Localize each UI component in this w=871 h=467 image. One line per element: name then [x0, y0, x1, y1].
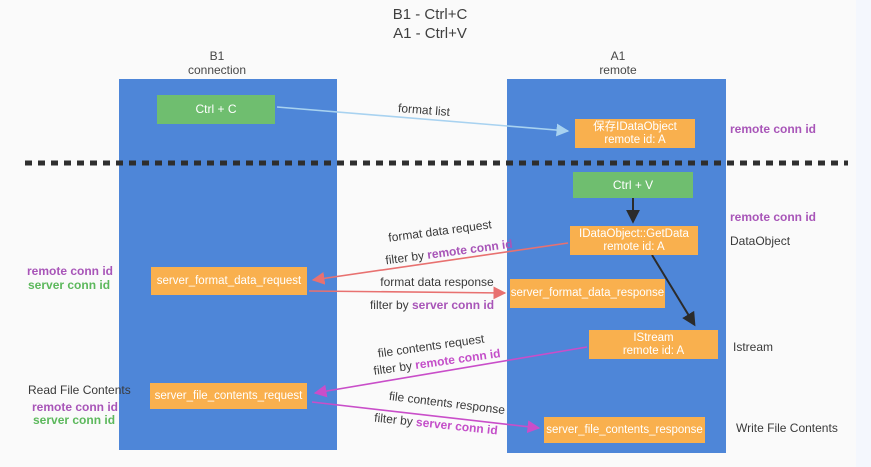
format-list-label: format list: [397, 100, 451, 120]
filter-by-text: filter by: [384, 247, 429, 268]
left-lane-header: B1 connection: [157, 49, 277, 77]
getdata-line2: remote id: A: [603, 240, 665, 253]
ctrl-v-node: Ctrl + V: [573, 172, 693, 198]
server-format-data-request-node: server_format_data_request: [151, 267, 307, 295]
file-contents-response-filter-label: filter by server conn id: [374, 411, 499, 438]
server-file-contents-request-label: server_file_contents_request: [154, 389, 303, 402]
filter-by-text: filter by: [373, 410, 417, 429]
server-conn-id-key: server conn id: [411, 298, 495, 312]
right-lane-name: A1: [610, 49, 626, 63]
dataobject-annotation: DataObject: [730, 234, 791, 248]
ctrl-c-label: Ctrl + C: [195, 102, 237, 116]
write-file-contents-annotation: Write File Contents: [736, 421, 838, 435]
diagram-title: B1 - Ctrl+C A1 - Ctrl+V: [280, 5, 580, 43]
istream-node: IStream remote id: A: [589, 330, 718, 359]
title-line-2: A1 - Ctrl+V: [393, 25, 467, 42]
getdata-line1: IDataObject::GetData: [579, 227, 689, 240]
right-lane-subtitle: remote: [599, 63, 637, 77]
remote-conn-id-key: remote conn id: [426, 236, 514, 262]
left-lane-subtitle: connection: [187, 63, 247, 77]
read-file-contents-annotation: Read File Contents: [28, 383, 131, 397]
server-file-contents-response-label: server_file_contents_response: [546, 423, 703, 436]
right-edge-strip: [856, 0, 871, 467]
istream-line2: remote id: A: [622, 344, 685, 357]
right-remote-conn-id-top-label: remote conn id: [730, 122, 817, 136]
right-remote-conn-id-mid-label: remote conn id: [730, 210, 817, 224]
filter-by-text: filter by: [369, 298, 412, 312]
left-lane-name: B1: [209, 49, 225, 63]
ctrl-c-node: Ctrl + C: [157, 95, 275, 124]
server-format-data-response-label: server_format_data_response: [510, 287, 665, 299]
format-data-response-filter-label: filter by server conn id: [370, 298, 494, 312]
save-dataobject-node: 保存IDataObject remote id: A: [575, 119, 695, 148]
right-lane-header: A1 remote: [558, 49, 678, 77]
server-file-contents-request-node: server_file_contents_request: [150, 383, 307, 409]
filter-by-text: filter by: [372, 358, 417, 378]
ctrl-v-label: Ctrl + V: [612, 177, 654, 192]
istream-line1: IStream: [633, 331, 674, 344]
server-file-contents-response-node: server_file_contents_response: [544, 417, 705, 443]
format-data-response-label: format data response: [380, 275, 494, 289]
server-conn-id-key: server conn id: [415, 414, 499, 438]
title-line-1: B1 - Ctrl+C: [392, 6, 468, 23]
istream-annotation: Istream: [733, 340, 774, 354]
left-format-server-conn-id-label: server conn id: [28, 278, 111, 292]
save-dataobject-line2: remote id: A: [604, 133, 666, 146]
save-dataobject-line1: 保存IDataObject: [593, 120, 677, 133]
format-data-response-arrow: [308, 286, 507, 300]
left-file-server-conn-id-label: server conn id: [33, 413, 116, 427]
getdata-node: IDataObject::GetData remote id: A: [570, 226, 698, 255]
server-format-data-request-label: server_format_data_request: [156, 274, 302, 287]
left-file-remote-conn-id-label: remote conn id: [32, 400, 119, 414]
left-format-remote-conn-id-label: remote conn id: [27, 264, 114, 278]
server-format-data-response-node: server_format_data_response: [510, 279, 665, 308]
